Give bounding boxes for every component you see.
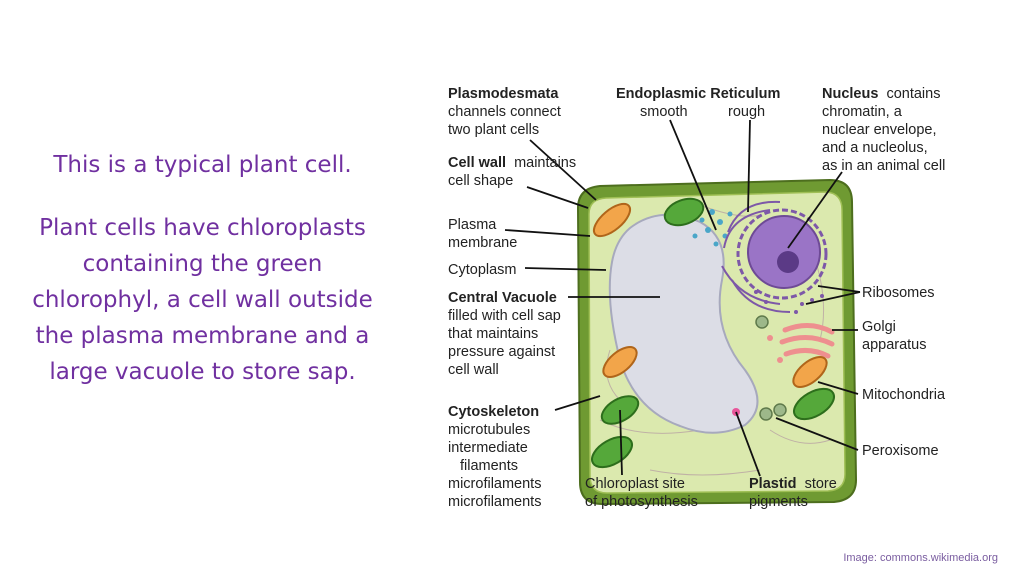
label-mitochondria-name: Mitochondria: [862, 387, 946, 403]
leader-lines: [504, 119, 861, 477]
label-nucleus-line2: nuclear envelope,: [822, 122, 936, 138]
label-cellwall-line0: maintains: [514, 155, 576, 171]
label-plasma-membrane: Plasma membrane: [448, 217, 517, 251]
label-nucleus-line0: contains: [886, 86, 940, 102]
peroxisomes: [755, 315, 787, 421]
nucleus: [736, 208, 828, 300]
rough-er: [721, 200, 791, 313]
label-vacuole-name: Central Vacuole: [448, 290, 557, 306]
label-vacuole: Central Vacuole filled with cell sap tha…: [448, 290, 565, 378]
label-chloroplast-line1: Chloroplast site: [585, 476, 685, 492]
chloroplasts: [591, 197, 835, 469]
label-plastid-name: Plastid: [749, 476, 797, 492]
label-cytoskeleton-name: Cytoskeleton: [448, 404, 539, 420]
central-vacuole: [608, 213, 759, 434]
label-nucleus: Nucleus contains chromatin, a nuclear en…: [822, 86, 945, 174]
label-cellwall-name: Cell wall: [448, 155, 506, 171]
label-vacuole-line2: that maintains: [448, 326, 538, 342]
label-chloroplast: Chloroplast site of photosynthesis: [585, 476, 698, 510]
label-vacuole-line4: cell wall: [448, 362, 499, 378]
label-nucleus-name: Nucleus: [822, 86, 878, 102]
label-golgi: Golgi apparatus: [862, 319, 927, 353]
label-plasmodesmata: Plasmodesmata channels connect two plant…: [448, 86, 565, 138]
smooth-er: [692, 209, 733, 247]
label-golgi-line1: Golgi: [862, 319, 896, 335]
label-plastid-line1: pigments: [749, 494, 808, 510]
label-er: Endoplasmic Reticulum smooth rough: [616, 86, 784, 120]
label-cytoskeleton-line1: microtubules: [448, 422, 530, 438]
label-cytoskeleton: Cytoskeleton microtubules intermediate f…: [448, 404, 546, 510]
label-plasma-line1: Plasma: [448, 217, 497, 233]
label-cytoskeleton-line5: microfilaments: [448, 494, 541, 510]
label-plasmodesmata-name: Plasmodesmata: [448, 86, 559, 102]
slide-title: This is a typical plant cell.: [53, 152, 352, 178]
label-nucleus-line3: and a nucleolus,: [822, 140, 928, 156]
label-cytoskeleton-line2: intermediate: [448, 440, 528, 456]
label-ribosomes-name: Ribosomes: [862, 285, 935, 301]
label-peroxisome-name: Peroxisome: [862, 443, 939, 459]
label-cytoskeleton-line4: microfilaments: [448, 476, 541, 492]
label-er-rough: rough: [728, 104, 765, 120]
slide-intro: This is a typical plant cell. Plant cell…: [30, 150, 375, 390]
label-nucleus-line1: chromatin, a: [822, 104, 903, 120]
label-er-name: Endoplasmic Reticulum: [616, 86, 780, 102]
label-nucleus-line4: as in an animal cell: [822, 158, 945, 174]
label-plastid: Plastid store pigments: [749, 476, 841, 510]
label-cytoplasm-name: Cytoplasm: [448, 262, 517, 278]
slide-body-text: Plant cells have chloroplasts containing…: [32, 215, 373, 385]
golgi-apparatus: [767, 323, 835, 363]
image-credit: Image: commons.wikimedia.org: [843, 552, 998, 564]
label-cellwall-line1: cell shape: [448, 173, 513, 189]
label-vacuole-line3: pressure against: [448, 344, 555, 360]
label-cellwall: Cell wall maintains cell shape: [448, 155, 580, 189]
label-plasma-line2: membrane: [448, 235, 517, 251]
label-cytoplasm: Cytoplasm: [448, 262, 517, 278]
label-vacuole-line1: filled with cell sap: [448, 308, 561, 324]
label-cytoskeleton-line3: filaments: [460, 458, 518, 474]
label-peroxisome: Peroxisome: [862, 443, 939, 459]
mitochondria: [592, 202, 828, 388]
label-ribosomes: Ribosomes: [862, 285, 935, 301]
label-mitochondria: Mitochondria: [862, 387, 946, 403]
label-er-smooth: smooth: [640, 104, 688, 120]
label-plasmodesmata-line1: channels connect: [448, 104, 561, 120]
ribosomes: [754, 290, 824, 314]
label-plastid-line0: store: [805, 476, 837, 492]
label-golgi-line2: apparatus: [862, 337, 927, 353]
label-plasmodesmata-line2: two plant cells: [448, 122, 539, 138]
label-chloroplast-line2: of photosynthesis: [585, 494, 698, 510]
